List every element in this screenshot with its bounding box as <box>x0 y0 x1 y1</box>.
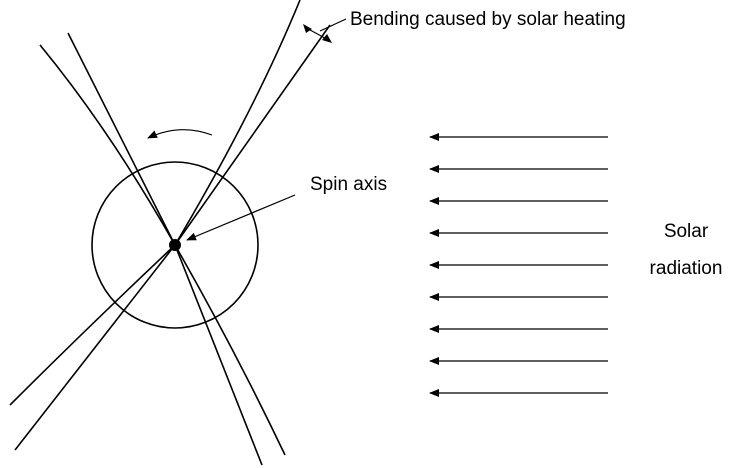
bending-arrowhead-right <box>322 34 332 43</box>
boom-lower-left-bent <box>9 244 176 406</box>
spin-axis-pointer <box>186 194 296 241</box>
boom-upper-right-bent <box>174 0 301 246</box>
boom-upper-left-straight <box>67 32 176 246</box>
boom-upper-right-straight <box>174 24 331 246</box>
solar-radiation-label-line2: radiation <box>650 258 723 279</box>
boom-lower-right-bent <box>174 244 286 456</box>
solar-radiation-label-line1: Solar <box>664 221 709 242</box>
satellite-body <box>91 161 259 329</box>
rotation-arrow <box>147 129 213 139</box>
boom-lower-left-straight <box>14 244 176 451</box>
spin-axis-label: Spin axis <box>310 174 387 195</box>
boom-upper-left-bent <box>39 44 176 246</box>
bending-arrowhead-left <box>303 24 312 33</box>
bending-label: Bending caused by solar heating <box>350 9 626 30</box>
boom-lower-right-straight <box>174 244 263 466</box>
bending-leader-line <box>319 18 347 32</box>
solar-radiation-rays <box>429 133 608 397</box>
